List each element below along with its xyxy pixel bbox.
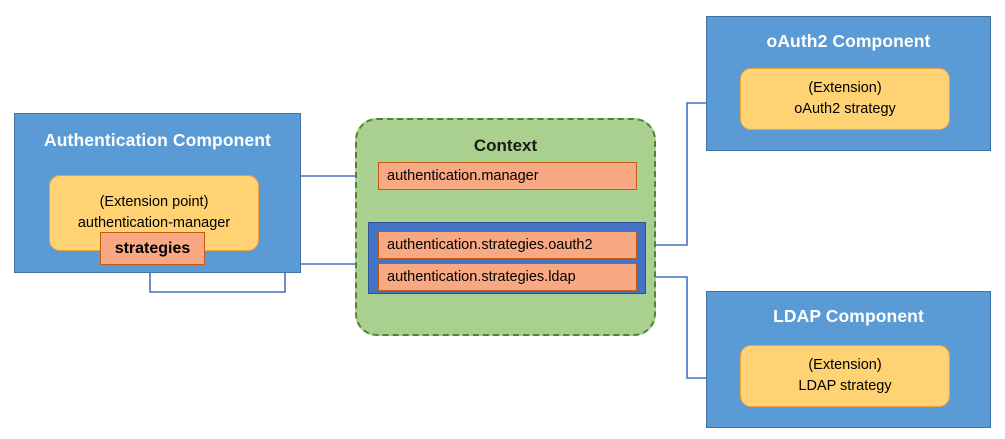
oauth2-extension-kind: (Extension)	[808, 79, 882, 96]
context-bean-authentication-manager-label: authentication.manager	[387, 168, 539, 184]
context-bean-strategy-oauth2[interactable]: authentication.strategies.oauth2	[378, 231, 637, 259]
ldap-strategy-extension[interactable]: (Extension) LDAP strategy	[740, 345, 950, 407]
strategies-property[interactable]: strategies	[100, 232, 205, 265]
oauth2-extension-name: oAuth2 strategy	[794, 101, 896, 117]
oauth2-strategy-extension[interactable]: (Extension) oAuth2 strategy	[740, 68, 950, 130]
strategies-label: strategies	[114, 239, 191, 257]
context-bean-strategy-oauth2-label: authentication.strategies.oauth2	[387, 237, 593, 253]
ldap-extension-name: LDAP strategy	[798, 378, 892, 394]
ldap-extension-kind: (Extension)	[808, 356, 882, 373]
context-title: Context	[473, 136, 538, 155]
authentication-component-title: Authentication Component	[44, 130, 271, 150]
ldap-component-title: LDAP Component	[773, 306, 924, 326]
context-bean-strategy-ldap-label: authentication.strategies.ldap	[387, 269, 576, 285]
oauth2-component-title: oAuth2 Component	[766, 31, 931, 51]
context-bean-authentication-manager[interactable]: authentication.manager	[378, 162, 637, 190]
extension-point-kind: (Extension point)	[99, 193, 209, 210]
context-bean-strategy-ldap[interactable]: authentication.strategies.ldap	[378, 263, 637, 291]
extension-point-name: authentication-manager	[77, 215, 231, 231]
